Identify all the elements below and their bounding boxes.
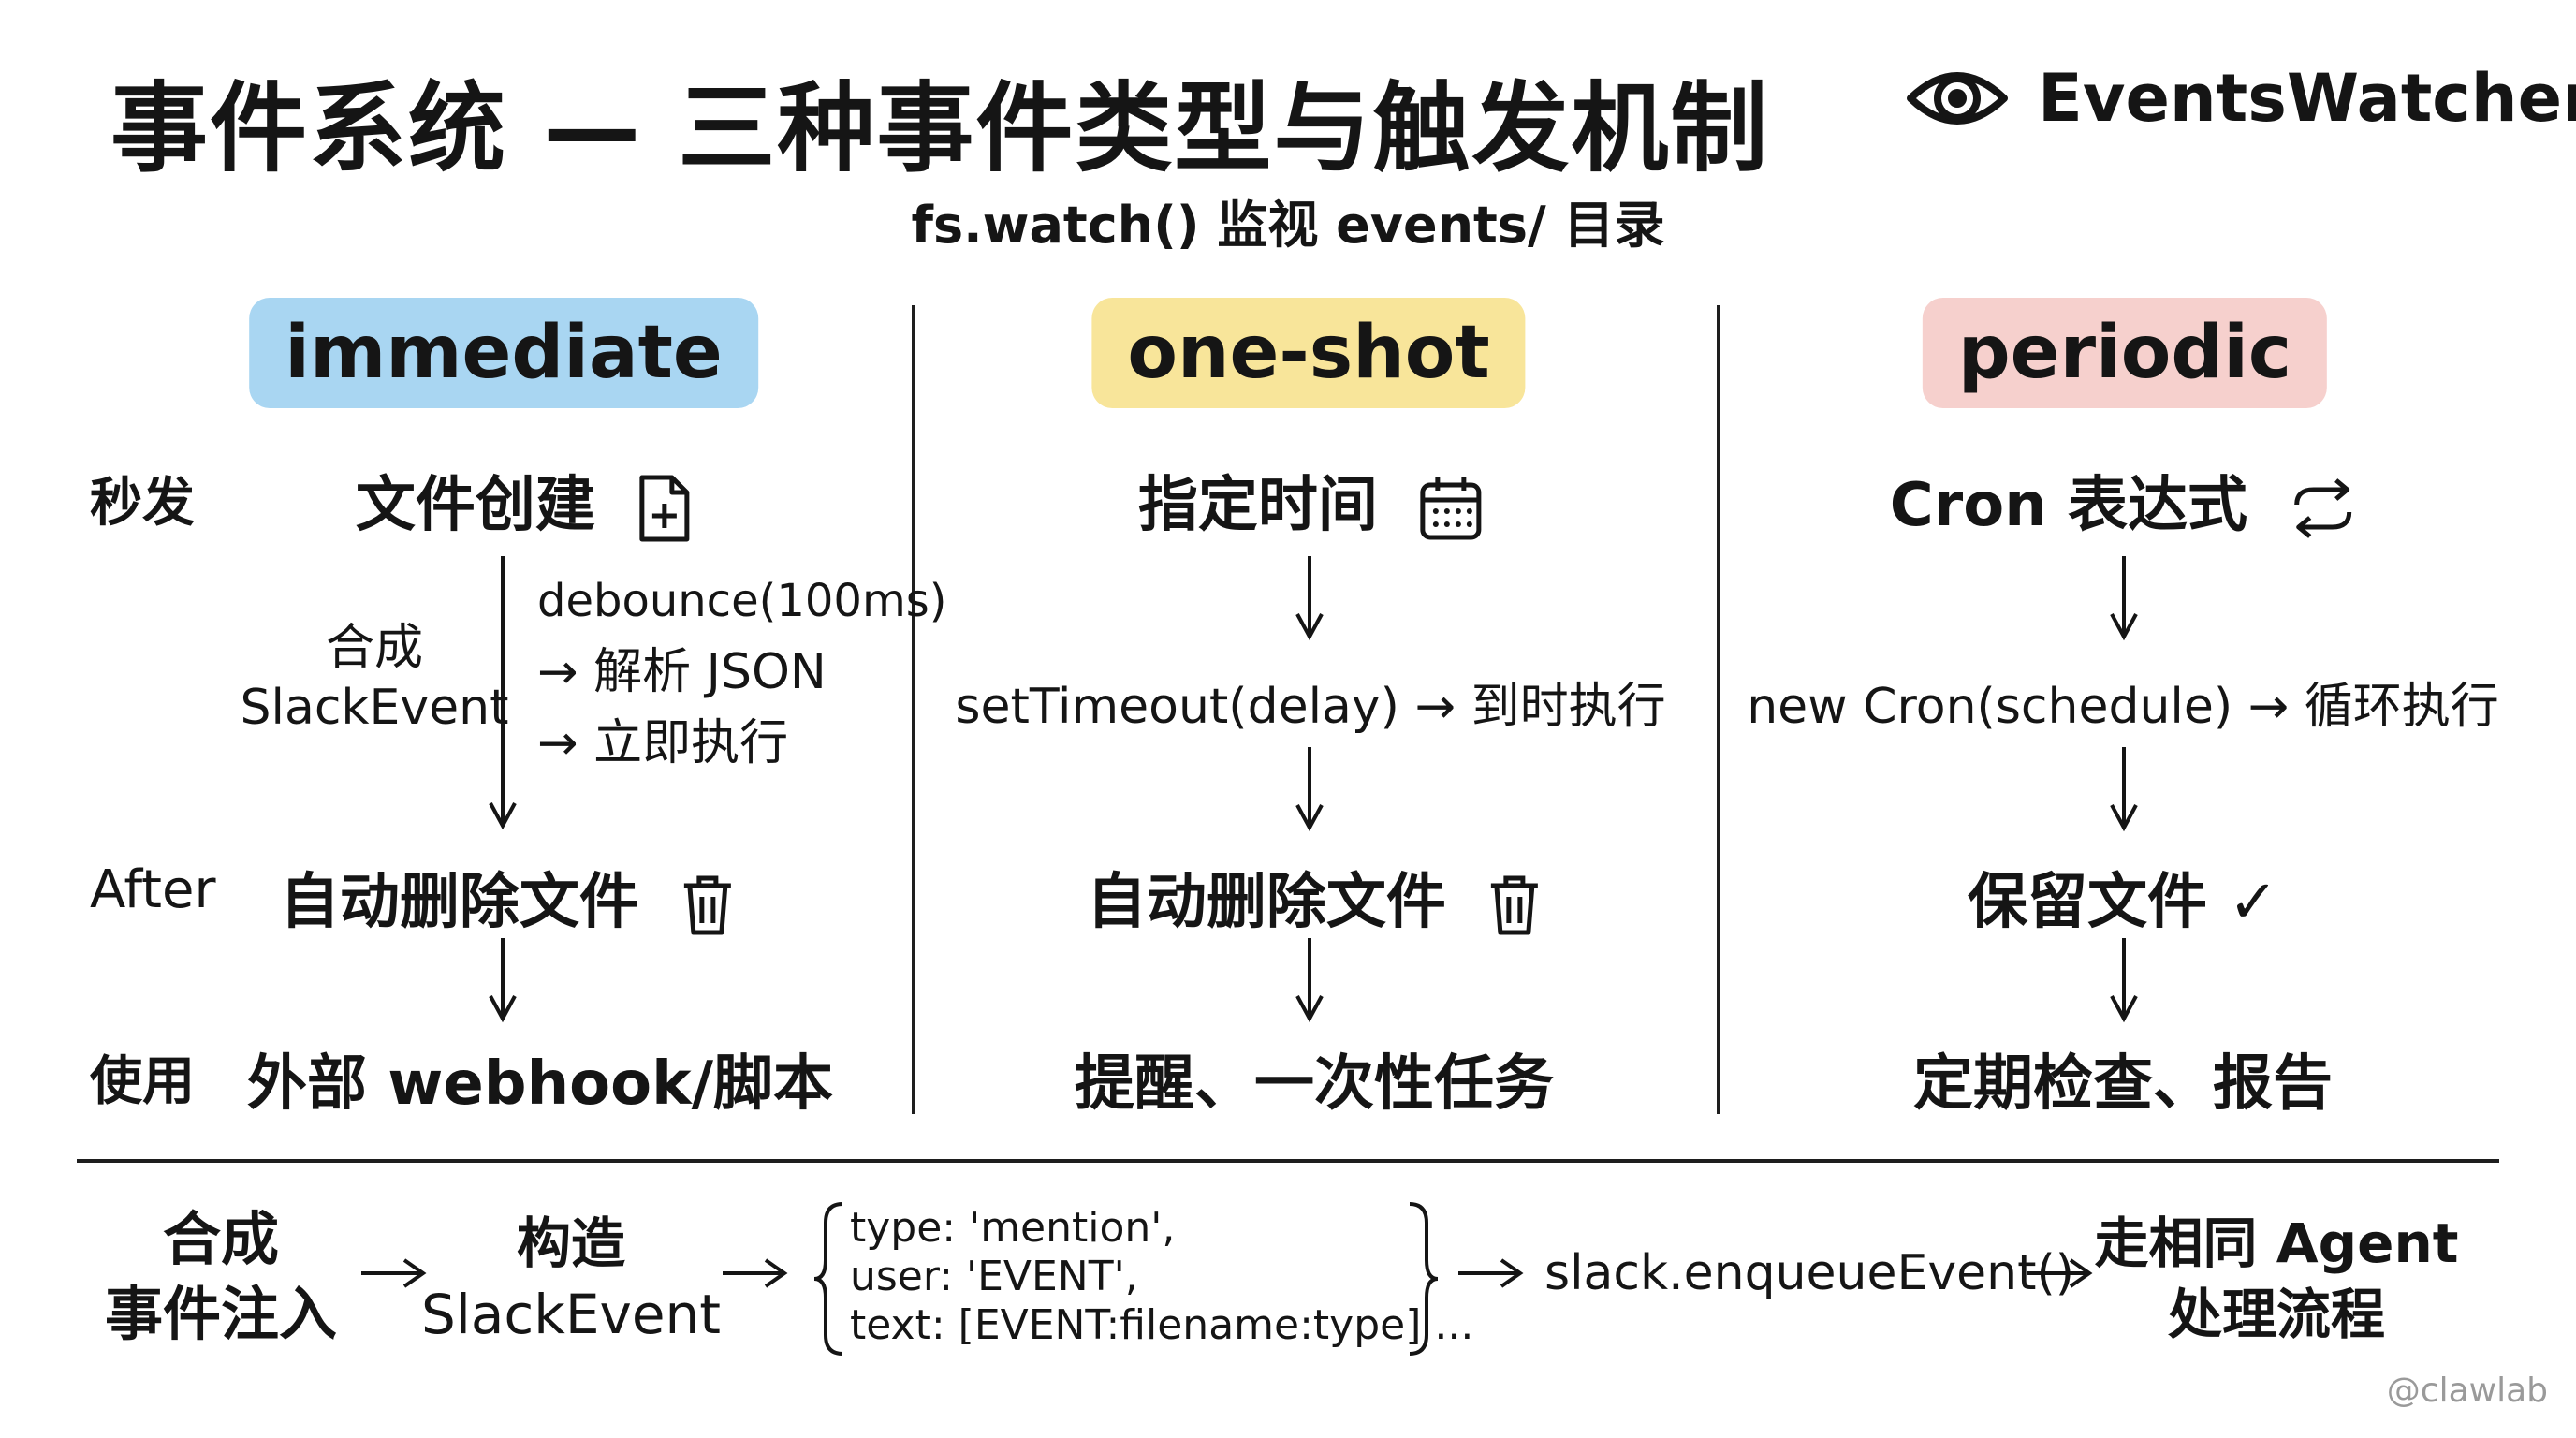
flow-step-construct: 构造 SlackEvent bbox=[421, 1208, 721, 1350]
oneshot-trigger-text: 指定时间 bbox=[1137, 471, 1378, 540]
payload-line: text: [EVENT:filename:type] ... bbox=[850, 1301, 1474, 1349]
subtitle: fs.watch() 监视 events/ 目录 bbox=[911, 196, 1665, 255]
down-arrow bbox=[1295, 747, 1324, 832]
row-label-use: 使用 bbox=[90, 1051, 195, 1112]
flow-line: 合成 bbox=[162, 1205, 280, 1273]
tag-periodic: periodic bbox=[1922, 298, 2328, 408]
eye-icon bbox=[1907, 72, 2008, 125]
down-arrow bbox=[489, 556, 517, 830]
flow-line: 事件注入 bbox=[104, 1280, 338, 1348]
event-payload: type: 'mention', user: 'EVENT', text: [E… bbox=[850, 1204, 1473, 1350]
oneshot-use: 提醒、一次性任务 bbox=[1075, 1049, 1554, 1119]
oneshot-trigger: 指定时间 bbox=[1138, 457, 1483, 543]
section-divider bbox=[77, 1159, 2499, 1163]
down-arrow bbox=[1295, 938, 1324, 1023]
periodic-trigger-text: Cron 表达式 bbox=[1889, 471, 2248, 540]
trash-icon bbox=[684, 875, 732, 935]
trash-icon bbox=[1491, 875, 1539, 935]
immediate-steps: debounce(100ms) → 解析 JSON → 立即执行 bbox=[537, 565, 946, 779]
flow-line: SlackEvent bbox=[420, 1283, 722, 1346]
right-arrow bbox=[723, 1258, 788, 1288]
step-item: → 立即执行 bbox=[537, 715, 789, 771]
immediate-after: 自动删除文件 bbox=[280, 854, 735, 940]
step-item: → 解析 JSON bbox=[537, 644, 827, 700]
oneshot-mechanism: setTimeout(delay) → 到时执行 bbox=[955, 679, 1666, 735]
watermark: @clawlab bbox=[2386, 1372, 2548, 1410]
row-label-after: After bbox=[90, 859, 216, 920]
tag-one-shot: one-shot bbox=[1091, 298, 1526, 408]
synth-line: SlackEvent bbox=[240, 680, 509, 736]
right-arrow bbox=[361, 1258, 427, 1288]
payload-line: type: 'mention', bbox=[850, 1204, 1176, 1252]
row-label-trigger: 秒发 bbox=[90, 473, 195, 534]
calendar-icon bbox=[1420, 477, 1482, 540]
flow-step-agent: 走相同 Agent 处理流程 bbox=[2095, 1208, 2459, 1350]
periodic-trigger: Cron 表达式 bbox=[1890, 457, 2357, 543]
oneshot-after: 自动删除文件 bbox=[1087, 854, 1542, 940]
flow-line: 处理流程 bbox=[2167, 1283, 2386, 1346]
brand: EventsWatcher bbox=[1905, 60, 2576, 137]
right-arrow bbox=[2027, 1258, 2093, 1288]
tag-immediate: immediate bbox=[249, 298, 758, 408]
periodic-use: 定期检查、报告 bbox=[1913, 1049, 2333, 1119]
flow-step-inject: 合成 事件注入 bbox=[105, 1202, 337, 1352]
immediate-use: 外部 webhook/脚本 bbox=[247, 1049, 834, 1119]
immediate-after-text: 自动删除文件 bbox=[279, 868, 639, 937]
immediate-synth: 合成 SlackEvent bbox=[241, 618, 509, 738]
flow-line: 走相同 Agent bbox=[2094, 1211, 2459, 1275]
down-arrow bbox=[1295, 556, 1324, 641]
right-brace bbox=[1409, 1202, 1439, 1356]
page-title: 事件系统 — 三种事件类型与触发机制 bbox=[110, 71, 1770, 185]
immediate-trigger: 文件创建 bbox=[356, 457, 693, 543]
flow-step-enqueue: slack.enqueueEvent() bbox=[1544, 1245, 2075, 1301]
down-arrow bbox=[489, 938, 517, 1023]
step-item: debounce(100ms) bbox=[537, 575, 947, 627]
synth-line: 合成 bbox=[325, 620, 423, 676]
down-arrow bbox=[2110, 747, 2138, 832]
periodic-after: 保留文件 ✓ bbox=[1968, 868, 2278, 937]
down-arrow bbox=[2110, 938, 2138, 1023]
immediate-trigger-text: 文件创建 bbox=[355, 471, 595, 540]
column-divider bbox=[912, 305, 915, 1114]
column-divider bbox=[1717, 305, 1720, 1114]
oneshot-after-text: 自动删除文件 bbox=[1086, 868, 1446, 937]
down-arrow bbox=[2110, 556, 2138, 641]
flow-line: 构造 bbox=[516, 1211, 626, 1275]
periodic-mechanism: new Cron(schedule) → 循环执行 bbox=[1747, 679, 2499, 735]
left-brace bbox=[813, 1202, 843, 1356]
right-arrow bbox=[1458, 1258, 1524, 1288]
file-plus-icon bbox=[639, 475, 690, 542]
brand-name: EventsWatcher bbox=[2038, 60, 2576, 137]
payload-line: user: 'EVENT', bbox=[850, 1253, 1138, 1300]
repeat-icon bbox=[2293, 478, 2351, 539]
